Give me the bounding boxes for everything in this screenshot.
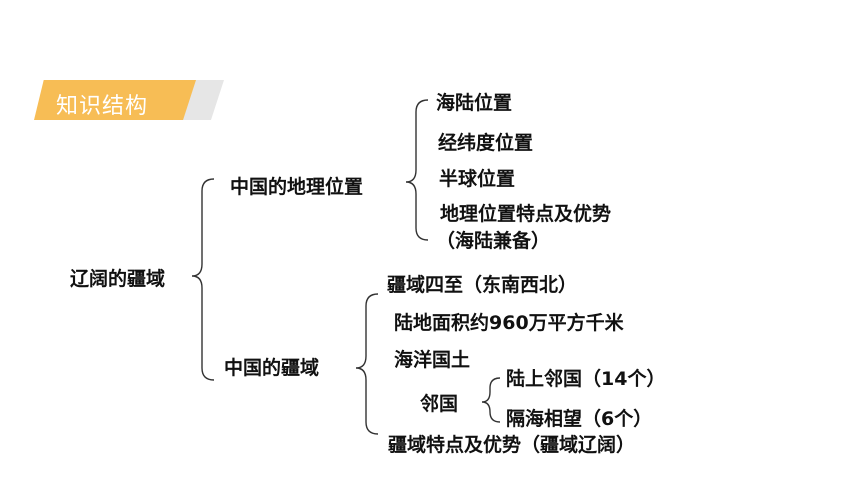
sea-neighbors-node: 隔海相望（6个）: [506, 408, 653, 430]
location-feature-note: （海陆兼备）: [436, 230, 551, 252]
neighbors-brace: [481, 377, 501, 423]
root-node: 辽阔的疆域: [70, 268, 166, 290]
neighbors-node: 邻国: [420, 393, 459, 415]
sea-territory-node: 海洋国土: [394, 349, 471, 371]
land-area-node: 陆地面积约960万平方千米: [394, 312, 624, 334]
sea-land-position-node: 海陆位置: [436, 92, 513, 114]
lat-long-position-node: 经纬度位置: [438, 132, 534, 154]
root-brace: [191, 178, 215, 381]
hemisphere-position-node: 半球位置: [439, 168, 516, 190]
territory-branch-node: 中国的疆域: [224, 357, 320, 379]
territory-brace: [355, 293, 379, 435]
banner-title: 知识结构: [56, 94, 149, 119]
location-branch-node: 中国的地理位置: [230, 176, 364, 198]
banner-accent-shape: [34, 80, 196, 120]
land-neighbors-node: 陆上邻国（14个）: [506, 368, 666, 390]
location-brace: [405, 99, 429, 241]
territory-feature-node: 疆域特点及优势（疆域辽阔）: [388, 434, 636, 456]
territory-extremes-node: 疆域四至（东南西北）: [387, 274, 578, 296]
location-feature-node: 地理位置特点及优势: [440, 203, 612, 225]
